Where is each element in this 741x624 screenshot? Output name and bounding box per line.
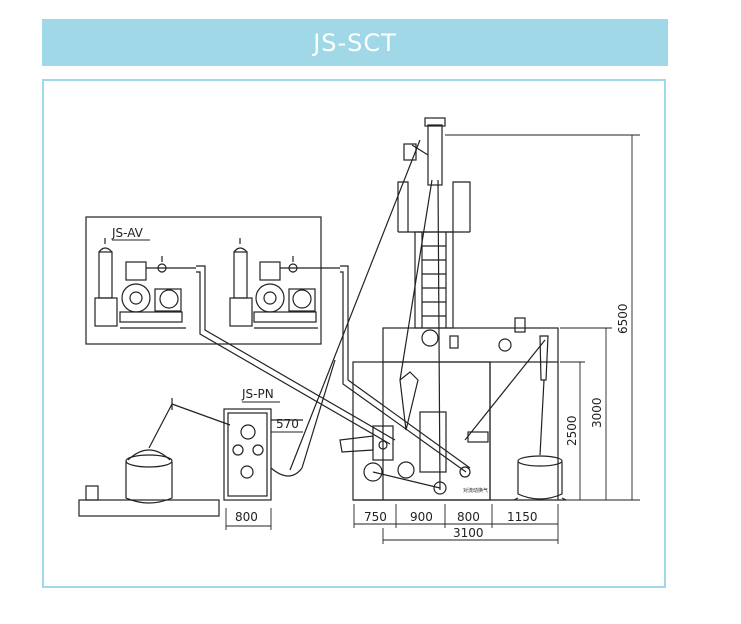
js-pn-unit xyxy=(78,359,336,517)
left-drum xyxy=(125,462,173,504)
pn-cabinet xyxy=(223,408,272,501)
label-js-av: JS-AV xyxy=(111,226,144,240)
dim-800-mid: 800 xyxy=(457,510,480,524)
dim-570: 570 xyxy=(276,417,299,431)
top-hopper xyxy=(427,124,443,186)
cyclone-head xyxy=(399,371,419,431)
page-title: JS-SCT xyxy=(313,28,397,57)
dim-3000: 3000 xyxy=(590,397,604,428)
js-av-unit xyxy=(85,216,340,345)
js-av-box xyxy=(85,216,322,345)
label-js-pn: JS-PN xyxy=(241,387,274,401)
dimension-lines xyxy=(225,134,640,544)
right-drum xyxy=(517,462,563,500)
av-tank-right xyxy=(233,251,248,299)
av-blower-right xyxy=(259,261,281,281)
dim-800-left: 800 xyxy=(235,510,258,524)
dim-3100: 3100 xyxy=(453,526,484,540)
av-tank-left xyxy=(98,251,113,299)
pn-motor xyxy=(85,485,99,501)
dim-750: 750 xyxy=(364,510,387,524)
dim-2500: 2500 xyxy=(565,415,579,446)
dim-6500: 6500 xyxy=(616,303,630,334)
label-tag: 对流动换气 xyxy=(463,487,488,494)
dim-900: 900 xyxy=(410,510,433,524)
title-bar: JS-SCT xyxy=(42,19,668,66)
av-blower-left xyxy=(125,261,147,281)
dim-1150: 1150 xyxy=(507,510,538,524)
vacuum-pipes xyxy=(196,265,471,473)
main-machine xyxy=(289,117,567,501)
pn-base-plate xyxy=(78,499,220,517)
